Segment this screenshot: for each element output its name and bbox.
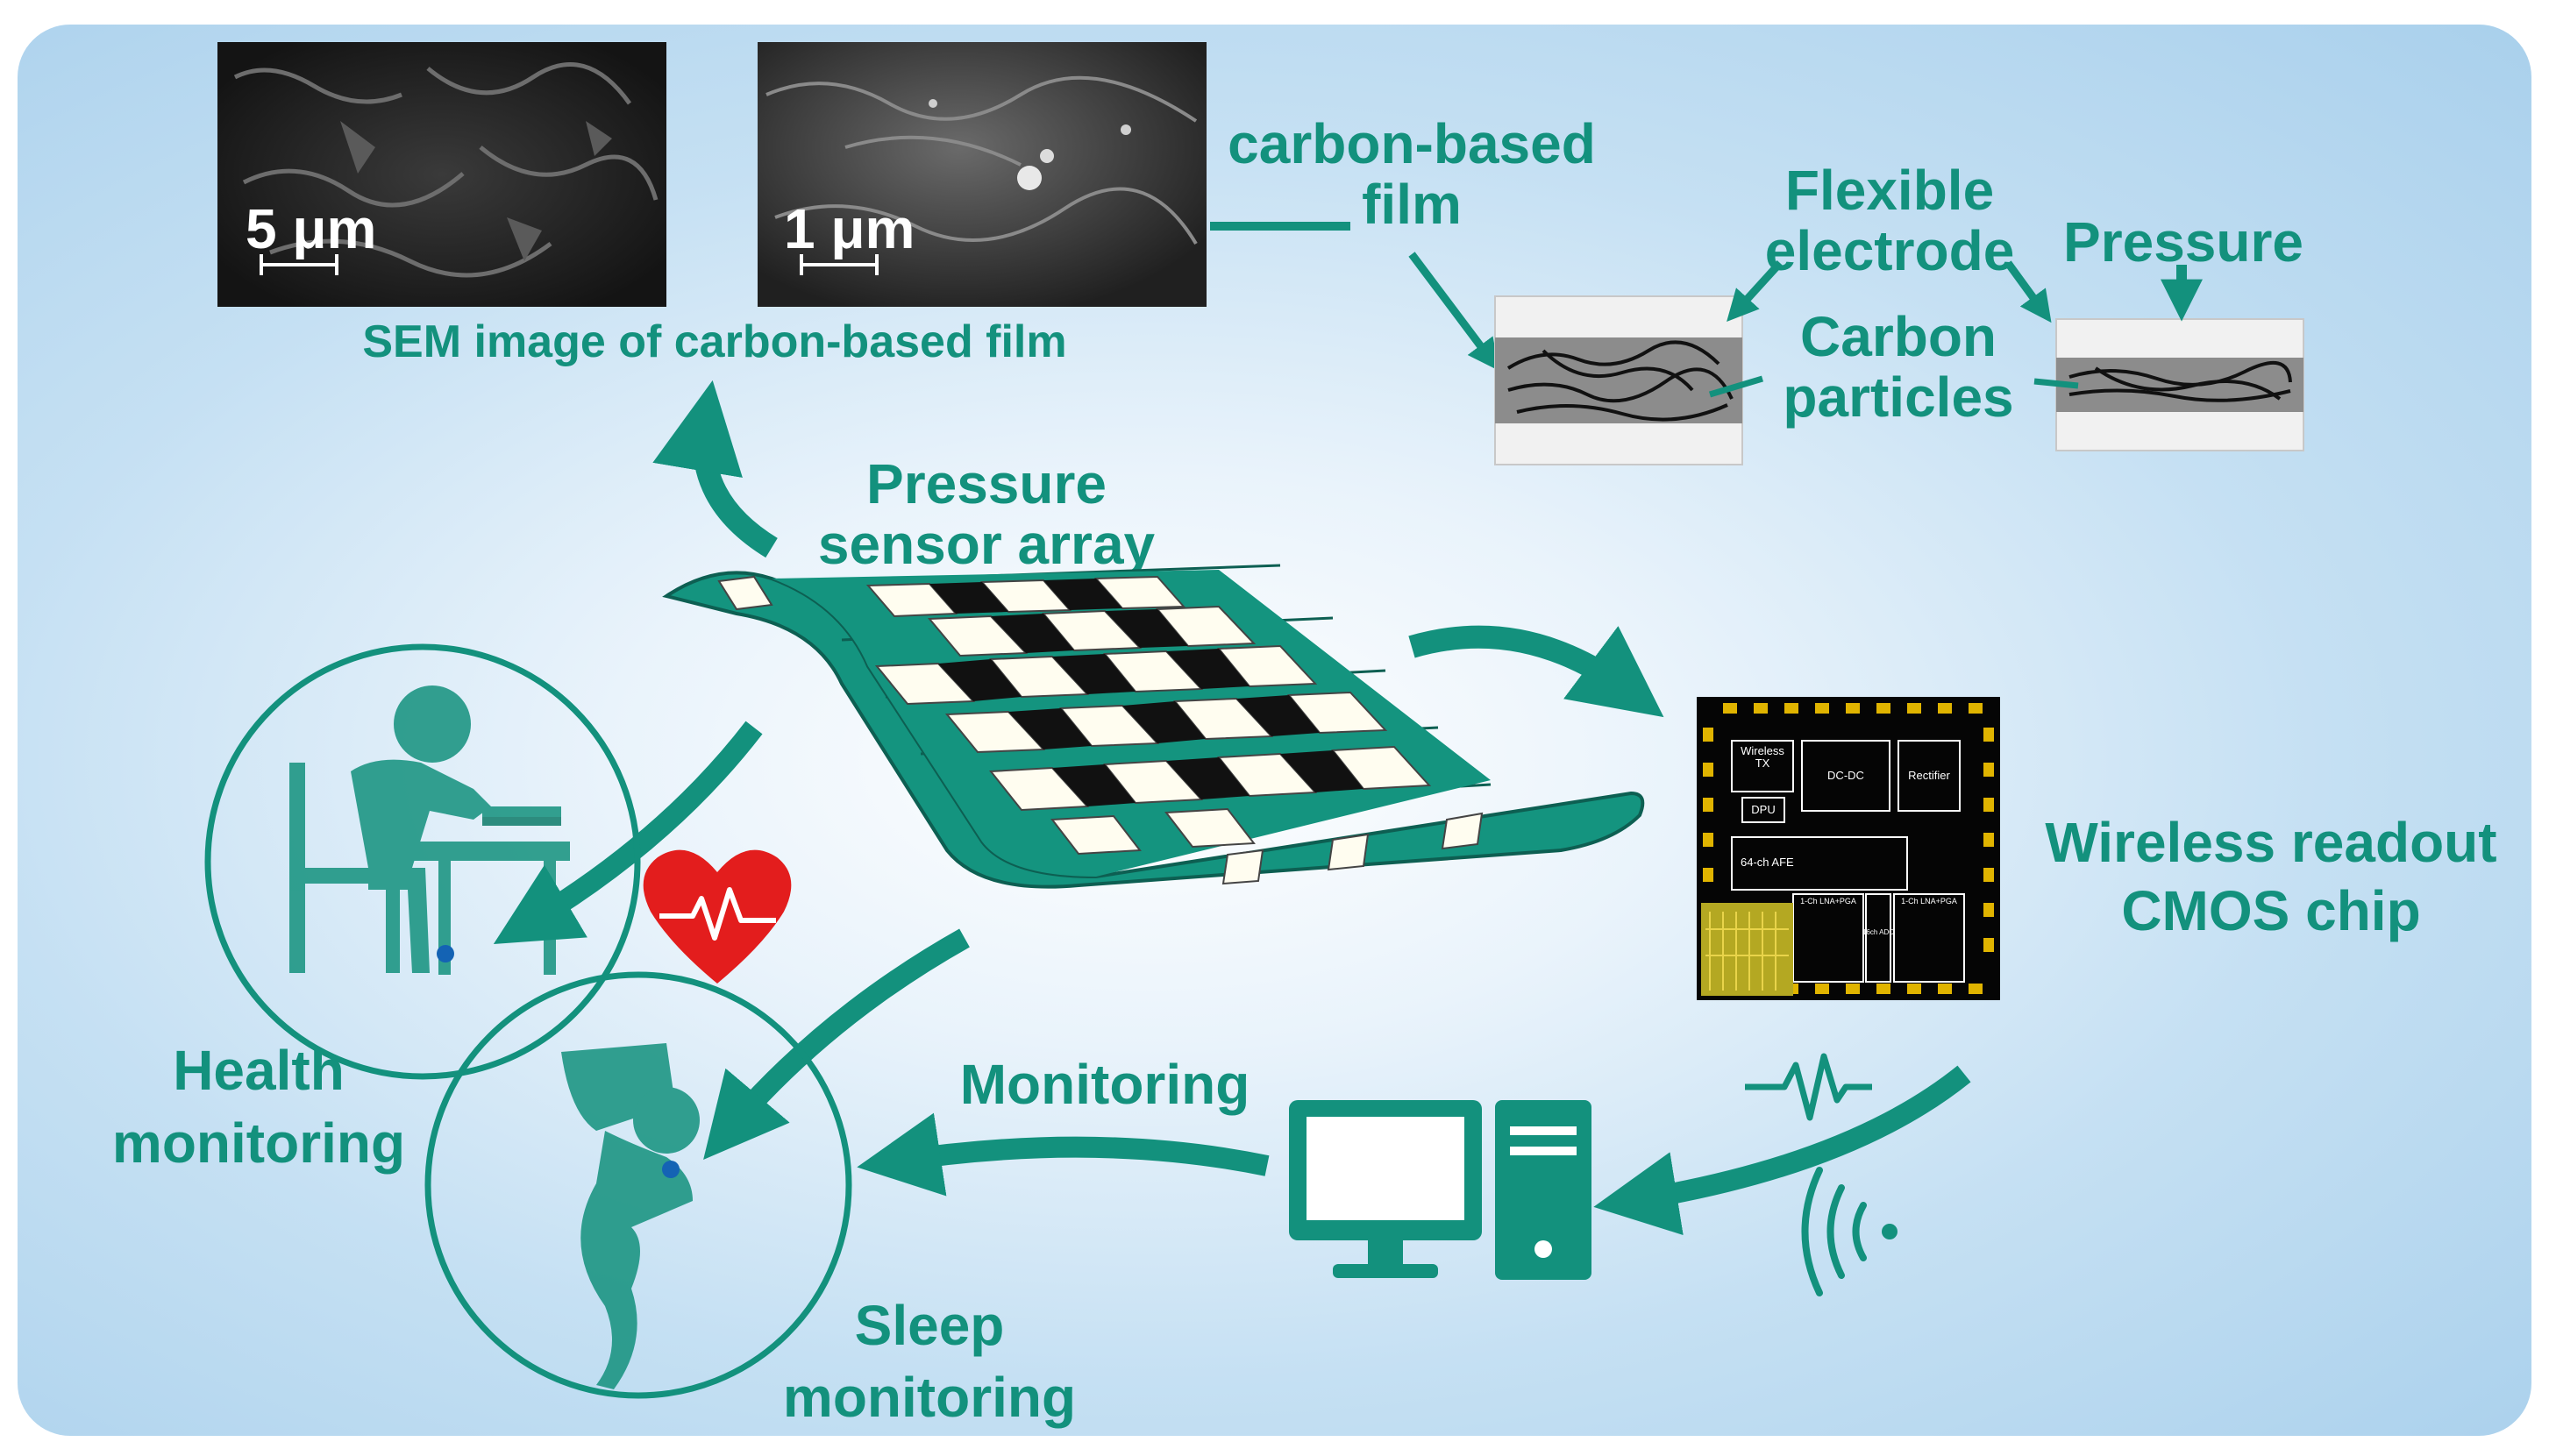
sem-image-left: 5 μm	[217, 42, 666, 307]
monitoring-label: Monitoring	[959, 1053, 1250, 1116]
carbon-particles-line2: particles	[1783, 366, 2014, 430]
carbon-particles-line1: Carbon	[1800, 305, 1997, 368]
sensor-array-label: Pressure sensor array	[780, 452, 1193, 577]
carbon-film-label: carbon-based film	[1201, 112, 1622, 237]
sleep-monitoring-line1: Sleep	[854, 1294, 1005, 1357]
scale-label-5um: 5 μm	[246, 197, 377, 260]
sleep-monitoring-line2: monitoring	[782, 1365, 1077, 1429]
chip-lna-left: 1-Ch LNA+PGA	[1800, 897, 1856, 906]
chip-wireless-tx-line2: TX	[1755, 756, 1770, 771]
sleep-monitoring-label: Sleep monitoring	[754, 1290, 1105, 1434]
scale-label-1um: 1 μm	[784, 197, 915, 260]
chip-dpu: DPU	[1751, 803, 1776, 816]
chip-afe: 64-ch AFE	[1741, 856, 1794, 869]
sem-image-right: 1 μm	[758, 42, 1207, 307]
flexible-electrode-label: Flexible electrode	[1732, 160, 2047, 281]
wireless-readout-label: Wireless readout CMOS chip	[2008, 808, 2534, 945]
sensor-array-line1: Pressure	[866, 452, 1107, 515]
carbon-film-line1: carbon-based	[1228, 112, 1596, 175]
flexible-electrode-line2: electrode	[1764, 219, 2015, 283]
sem-caption: SEM image of carbon-based film	[362, 316, 1067, 367]
scale-bar-right	[800, 254, 879, 275]
chip-wireless-tx: Wireless TX	[1732, 744, 1793, 771]
chip-dcdc: DC-DC	[1827, 769, 1864, 782]
carbon-film-line2: film	[1362, 173, 1462, 237]
pressure-label: Pressure	[2063, 210, 2303, 273]
flexible-electrode-line1: Flexible	[1784, 159, 1995, 222]
health-monitoring-line2: monitoring	[111, 1112, 406, 1175]
chip-adc: 16ch ADC	[1862, 928, 1895, 936]
chip-wireless-tx-line1: Wireless	[1741, 744, 1784, 757]
wireless-readout-line2: CMOS chip	[2121, 879, 2421, 943]
health-monitoring-label: Health monitoring	[83, 1034, 434, 1180]
scale-bar-left	[260, 254, 338, 275]
sensor-array-line2: sensor array	[817, 513, 1156, 577]
chip-rectifier: Rectifier	[1908, 769, 1950, 782]
health-monitoring-line1: Health	[173, 1039, 345, 1102]
sem-texture-right	[758, 42, 1207, 307]
wireless-readout-line1: Wireless readout	[2045, 811, 2497, 874]
carbon-particles-label: Carbon particles	[1754, 305, 2043, 430]
sem-texture-left	[217, 42, 666, 307]
chip-lna-right: 1-Ch LNA+PGA	[1901, 897, 1957, 906]
